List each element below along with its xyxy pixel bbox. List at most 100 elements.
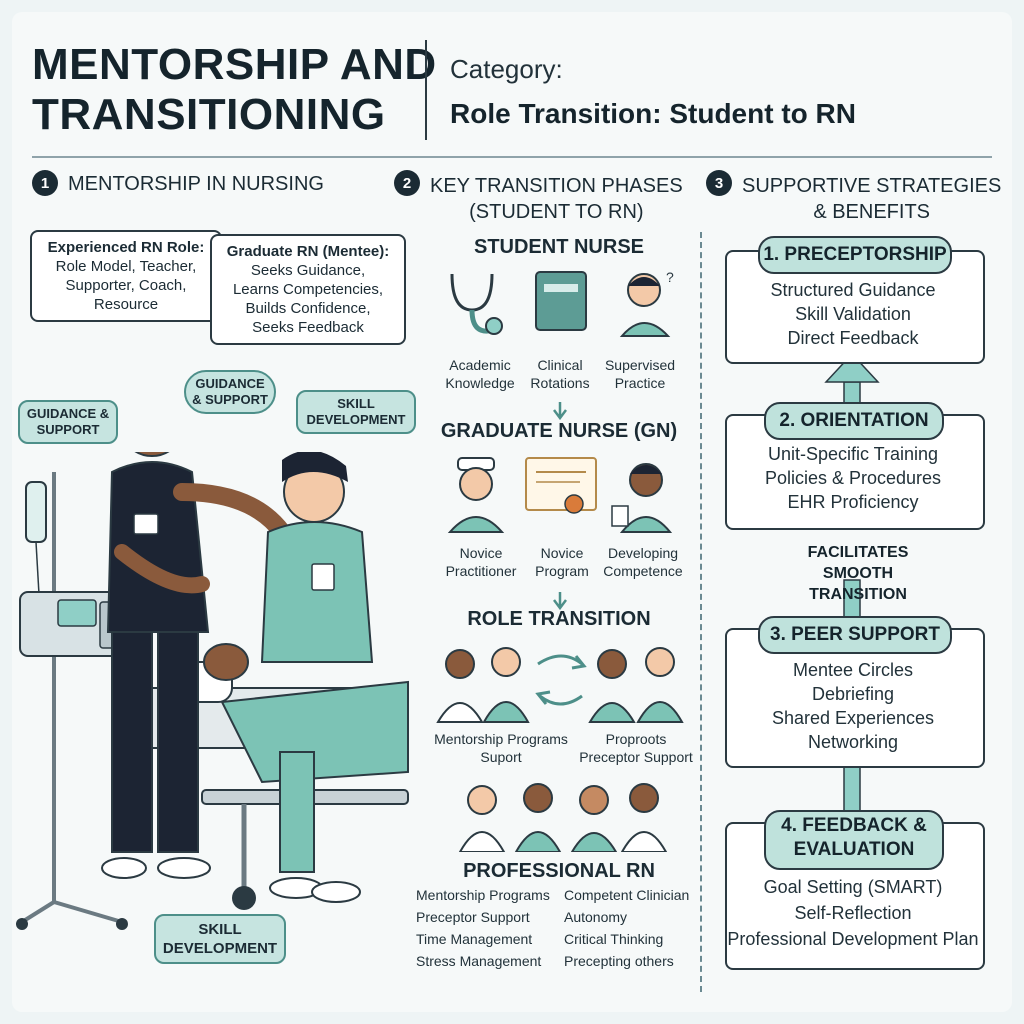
caption-line: Knowledge (445, 375, 515, 391)
mentee-line: Builds Confidence, (245, 300, 371, 317)
academic-knowledge-caption: Academic Knowledge (440, 356, 520, 392)
peer-support-items: Mentee Circles Debriefing Shared Experie… (725, 658, 981, 754)
section-2-title-line-1: KEY TRANSITION PHASES (430, 175, 683, 197)
role-transition-title: ROLE TRANSITION (467, 608, 651, 630)
orientation-items: Unit-Specific Training Policies & Proced… (725, 442, 981, 514)
strategy-item: Structured Guidance (770, 280, 936, 300)
student-phase-icons: ? (450, 269, 674, 337)
facilitates-transition-text: FACILITATES SMOOTH TRANSITION (758, 542, 958, 605)
student-nurse-title: STUDENT NURSE (473, 236, 644, 258)
professional-rn-group-icon (458, 783, 668, 852)
textbook-icon (535, 271, 587, 331)
caption-line: Preceptor Support (579, 749, 693, 765)
student-nurse-icon: ? (619, 269, 674, 337)
caption-line: Novice (459, 545, 503, 561)
certificate-icon (525, 457, 597, 514)
caption-line: Practitioner (445, 563, 517, 579)
arrow-down-icon (553, 402, 567, 421)
section-1-heading: 1 MENTORSHIP IN NURSING (32, 170, 324, 196)
section-2-heading: 2 KEY TRANSITION PHASES (STUDENT TO RN) (394, 170, 694, 225)
professional-rn-left-list: Mentorship Programs Preceptor Support Ti… (416, 884, 568, 972)
section-3-title: SUPPORTIVE STRATEGIES & BENEFITS (742, 170, 1001, 225)
novice-practitioner-caption: Novice Practitioner (436, 544, 526, 580)
caption-line: Proproots (605, 731, 667, 747)
developing-competence-caption: Developing Competence (598, 544, 688, 580)
strategy-item: Direct Feedback (787, 328, 919, 348)
category-label: Category: (450, 54, 563, 84)
preceptorship-items: Structured Guidance Skill Validation Dir… (725, 278, 981, 350)
middle-text-line: SMOOTH (822, 565, 894, 582)
middle-text-line: FACILITATES (807, 544, 909, 561)
section-3-title-line-2: & BENEFITS (813, 201, 931, 223)
svg-text:?: ? (666, 269, 674, 285)
strategy-item: Goal Setting (SMART) (763, 877, 943, 897)
category-value: Role Transition: Student to RN (450, 98, 856, 129)
strategy-item: Debriefing (811, 684, 895, 704)
list-item: Preceptor Support (416, 909, 530, 925)
caption-line: Practice (614, 375, 666, 391)
section-3-heading: 3 SUPPORTIVE STRATEGIES & BENEFITS (706, 170, 1006, 225)
list-item: Stress Management (416, 953, 542, 969)
header-divider (425, 40, 427, 140)
mentorship-programs-caption: Mentorship Programs Suport (426, 730, 576, 766)
title-line-1: MENTORSHIP AND (32, 40, 437, 89)
caption-line: Clinical (537, 357, 583, 373)
experienced-rn-title: Experienced RN Role: (47, 239, 205, 256)
nurse-mentorship-illustration (16, 452, 409, 930)
caption-line: Academic (449, 357, 511, 373)
novice-nurse-icon (447, 457, 505, 533)
list-item: Precepting others (564, 953, 674, 969)
section-3-title-line-1: SUPPORTIVE STRATEGIES (742, 175, 1002, 197)
caption-line: Developing (607, 545, 679, 561)
caption-line: Mentorship Programs (434, 731, 568, 747)
page-title: MENTORSHIP AND TRANSITIONING (32, 40, 437, 140)
feedback-title-line-1: 4. FEEDBACK & (781, 815, 927, 836)
experienced-rn-line: Role Model, Teacher, (55, 258, 197, 275)
feedback-evaluation-items: Goal Setting (SMART) Self-Reflection Pro… (725, 874, 981, 952)
middle-text-line: TRANSITION (809, 586, 907, 603)
list-item: Competent Clinician (564, 887, 690, 903)
caption-line: Suport (480, 749, 522, 765)
arrow-down-icon (553, 592, 567, 611)
caption-line: Competence (603, 563, 683, 579)
list-item: Mentorship Programs (416, 887, 550, 903)
guidance-support-tag-center: GUIDANCE & SUPPORT (184, 370, 276, 414)
list-item: Time Management (416, 931, 533, 947)
mentee-line: Seeks Feedback (252, 319, 364, 336)
strategy-item: Mentee Circles (792, 660, 914, 680)
title-line-2: TRANSITIONING (32, 90, 386, 139)
mentee-bubble: Graduate RN (Mentee): Seeks Guidance, Le… (210, 234, 406, 345)
section-2-title-line-2: (STUDENT TO RN) (469, 201, 644, 223)
experienced-rn-bubble: Experienced RN Role: Role Model, Teacher… (30, 230, 222, 322)
skill-development-tag-bottom: SKILL DEVELOPMENT (154, 914, 286, 964)
developing-nurse-icon (611, 463, 673, 533)
mentee-line: Learns Competencies, (232, 281, 384, 298)
strategy-item: Unit-Specific Training (767, 444, 939, 464)
guidance-support-tag-left: GUIDANCE & SUPPORT (18, 400, 118, 444)
list-item: Autonomy (564, 909, 628, 925)
cycle-arrows-icon (535, 654, 587, 706)
role-transition-icons (436, 647, 684, 723)
section-divider (700, 232, 702, 992)
strategy-item: EHR Proficiency (787, 492, 919, 512)
header-rule (32, 156, 992, 158)
graduate-nurse-title: GRADUATE NURSE (GN) (440, 420, 678, 442)
graduate-phase-icons (447, 457, 673, 533)
peer-support-title: 3. PEER SUPPORT (758, 616, 952, 654)
strategy-item: Self-Reflection (794, 903, 912, 923)
caption-line: Supervised (604, 357, 676, 373)
mentee-line: Seeks Guidance, (250, 262, 366, 279)
supervised-practice-caption: Supervised Practice (600, 356, 680, 392)
professional-rn-right-list: Competent Clinician Autonomy Critical Th… (564, 884, 700, 972)
clinical-rotations-caption: Clinical Rotations (522, 356, 598, 392)
orientation-title: 2. ORIENTATION (764, 402, 944, 440)
mentor-pair-icon (436, 647, 530, 723)
experienced-rn-line: Supporter, Coach, (65, 277, 187, 294)
stethoscope-icon (450, 273, 503, 335)
preceptor-pair-icon (588, 647, 684, 723)
strategy-item: Professional Development Plan (727, 929, 979, 949)
novice-program-caption: Novice Program (526, 544, 598, 580)
section-1-title: MENTORSHIP IN NURSING (68, 173, 324, 195)
section-3-number: 3 (706, 170, 732, 196)
strategy-item: Skill Validation (795, 304, 911, 324)
